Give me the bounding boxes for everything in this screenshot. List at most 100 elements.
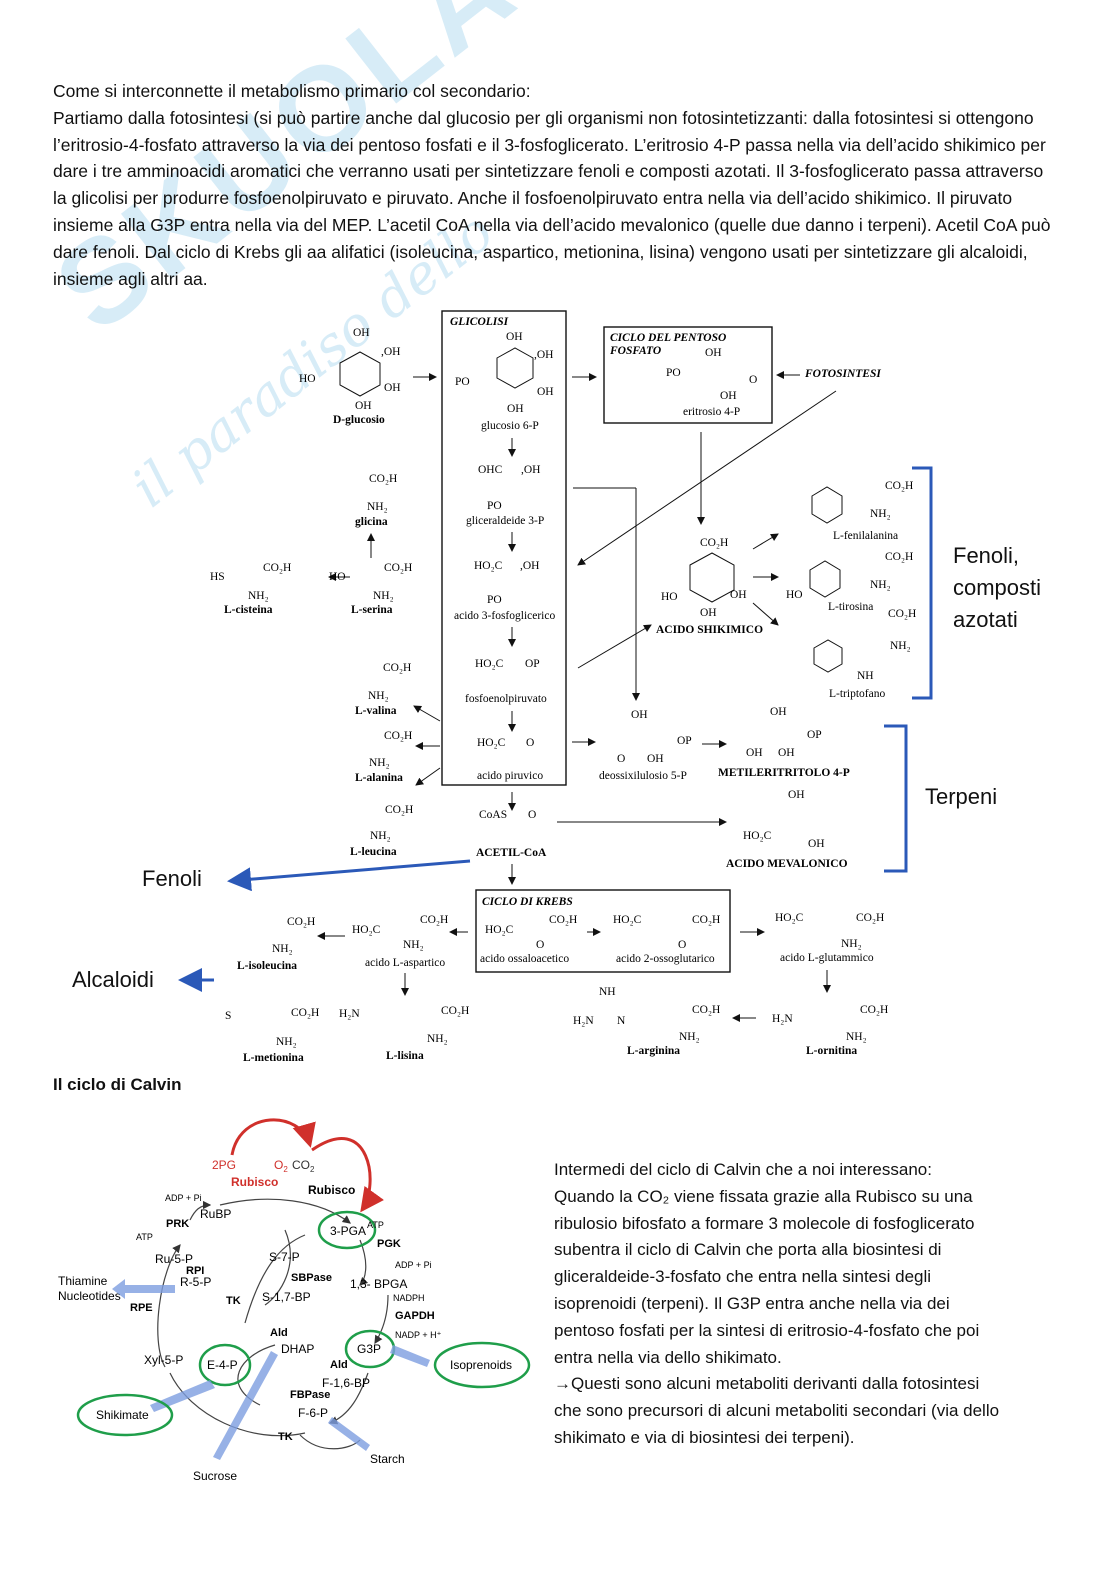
calvin-shikimate: Shikimate <box>96 1408 149 1422</box>
tirosina-ring <box>809 560 841 598</box>
svg-text:CO₂H: CO₂H <box>700 537 728 549</box>
calvin-shikimate-circle <box>76 1393 174 1437</box>
svg-text:OH: OH <box>720 390 737 402</box>
svg-text:ADP + Pi: ADP + Pi <box>165 1193 202 1203</box>
svg-text:NH₂: NH₂ <box>403 939 424 951</box>
pentoso-box <box>603 326 773 424</box>
svg-text:CO₂H: CO₂H <box>692 1004 720 1016</box>
svg-text:NH₂: NH₂ <box>272 943 293 955</box>
piruvico-label: acido piruvico <box>477 770 543 782</box>
krebs-title: CICLO DI KREBS <box>482 896 573 908</box>
svg-text:OH: OH <box>778 747 795 759</box>
svg-text:O: O <box>749 374 757 386</box>
triptofano-ring <box>813 639 843 673</box>
lisina-label: L-lisina <box>386 1050 424 1062</box>
svg-text:O: O <box>526 737 534 749</box>
svg-text:GAPDH: GAPDH <box>395 1310 435 1322</box>
svg-text:Ald: Ald <box>270 1327 288 1339</box>
svg-text:HO₂C: HO₂C <box>475 658 504 670</box>
d-glucosio-label: D-glucosio <box>333 414 385 426</box>
svg-text:NH₂: NH₂ <box>846 1031 867 1043</box>
calvin-thiamine: Thiamine <box>58 1274 108 1288</box>
svg-text:PO: PO <box>455 376 470 388</box>
svg-text:CO₂H: CO₂H <box>420 914 448 926</box>
svg-text:NH₂: NH₂ <box>368 690 389 702</box>
ossoglutarico-label: acido 2-ossoglutarico <box>616 953 715 965</box>
svg-text:PO: PO <box>487 500 502 512</box>
svg-text:HO₂C: HO₂C <box>352 924 381 936</box>
svg-text:OH: OH <box>507 403 524 415</box>
svg-text:NH₂: NH₂ <box>370 830 391 842</box>
svg-text:CO₂H: CO₂H <box>441 1005 469 1017</box>
svg-text:ADP + Pi: ADP + Pi <box>395 1260 432 1270</box>
svg-text:HO₂C: HO₂C <box>775 912 804 924</box>
svg-text:OH: OH <box>506 331 523 343</box>
svg-text:HS: HS <box>210 571 225 583</box>
fenoli-label: Fenoli <box>142 866 202 891</box>
svg-text:HO₂C: HO₂C <box>474 560 503 572</box>
triptofano-label: L-triptofano <box>829 688 885 700</box>
svg-text:NH₂: NH₂ <box>248 590 269 602</box>
calvin-g3p: G3P <box>357 1342 381 1356</box>
svg-text:NH₂: NH₂ <box>369 757 390 769</box>
ossaloacetico-label: acido ossaloacetico <box>480 953 569 965</box>
calvin-starch: Starch <box>370 1452 405 1466</box>
fenoli-composti-label: Fenoli, composti azotati <box>953 543 1042 632</box>
svg-text:O: O <box>536 939 544 951</box>
calvin-2pg: 2PG <box>212 1158 236 1172</box>
svg-text:CO₂H: CO₂H <box>692 914 720 926</box>
svg-text:PO: PO <box>666 367 681 379</box>
acido3fosfo-label: acido 3-fosfoglicerico <box>454 610 555 622</box>
svg-text:OH: OH <box>730 589 747 601</box>
svg-text:ATP: ATP <box>367 1220 384 1230</box>
fenoli-bracket <box>912 466 933 700</box>
svg-text:RPE: RPE <box>130 1302 153 1314</box>
serina-label: L-serina <box>351 604 393 616</box>
glicolisi-title: GLICOLISI <box>450 316 509 328</box>
svg-text:H₂N: H₂N <box>339 1008 360 1020</box>
svg-text:OH: OH <box>700 607 717 619</box>
calvin-isoprenoids-circle <box>433 1341 531 1389</box>
calvin-f16bp: F-1,6-BP <box>322 1376 370 1390</box>
fenoli-arrow <box>227 859 471 892</box>
glicolisi-box <box>441 310 567 786</box>
svg-text:TK: TK <box>226 1295 241 1307</box>
aspartico-label: acido L-aspartico <box>365 957 445 969</box>
gliceraldeide-label: gliceraldeide 3-P <box>466 515 544 527</box>
calvin-rubp: RuBP <box>200 1207 231 1221</box>
svg-text:CO₂H: CO₂H <box>384 730 412 742</box>
svg-text:OP: OP <box>525 658 540 670</box>
svg-text:HO₂C: HO₂C <box>743 830 772 842</box>
svg-text:NH₂: NH₂ <box>367 501 388 513</box>
svg-text:OH: OH <box>355 400 372 412</box>
deossi-label: deossixilulosio 5-P <box>599 770 687 782</box>
calvin-rubisco: Rubisco <box>308 1183 355 1197</box>
metabolism-diagram: GLICOLISI CICLO DEL PENTOSO FOSFATO FOTO… <box>178 310 933 1064</box>
calvin-s17bp: S-1,7-BP <box>262 1290 311 1304</box>
svg-text:CoAS: CoAS <box>479 809 507 821</box>
calvin-xyl5p: Xyl-5-P <box>144 1353 183 1367</box>
svg-text:NH: NH <box>857 670 874 682</box>
svg-text:PO: PO <box>487 594 502 606</box>
svg-text:NH₂: NH₂ <box>373 590 394 602</box>
svg-text:CO₂H: CO₂H <box>549 914 577 926</box>
svg-text:RPI: RPI <box>186 1265 204 1277</box>
calvin-o2: O2 <box>274 1158 288 1174</box>
tirosina-label: L-tirosina <box>828 601 873 613</box>
metil-label: METILERITRITOLO 4-P <box>718 767 850 779</box>
svg-text:OH: OH <box>631 709 648 721</box>
mevalonico-label: ACIDO MEVALONICO <box>726 858 848 870</box>
d-glucosio-structure <box>339 351 381 397</box>
calvin-f6p: F-6-P <box>298 1406 328 1420</box>
svg-text:PRK: PRK <box>166 1218 189 1230</box>
calvin-description: Intermedi del ciclo di Calvin che a noi … <box>554 1160 1000 1447</box>
krebs-box <box>475 889 731 973</box>
alanina-label: L-alanina <box>355 772 403 784</box>
svg-text:PGK: PGK <box>377 1238 401 1250</box>
calvin-heading: Il ciclo di Calvin <box>53 1075 182 1094</box>
svg-text:CO₂H: CO₂H <box>856 912 884 924</box>
fosfoenol-label: fosfoenolpiruvato <box>465 693 547 705</box>
svg-text:HO: HO <box>661 591 678 603</box>
svg-text:S: S <box>225 1010 231 1022</box>
svg-text:O: O <box>528 809 536 821</box>
